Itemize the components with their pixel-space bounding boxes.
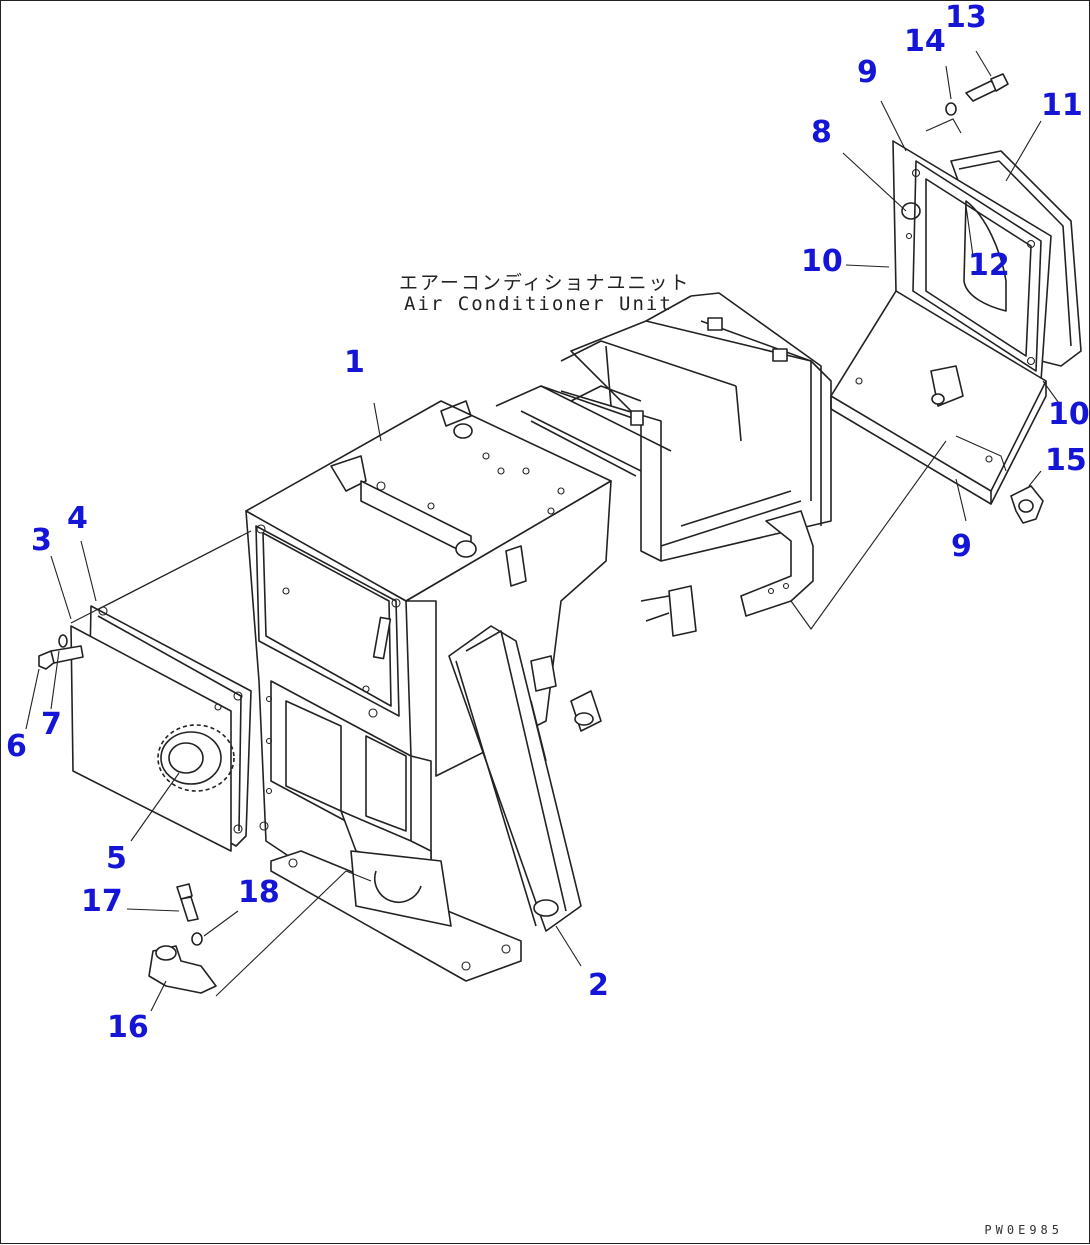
cover-plate-assembly [70,605,252,852]
leader-lines [25,50,1062,1012]
callout-17: 17 [81,884,123,919]
callout-9-top: 9 [857,55,878,90]
callout-8: 8 [811,115,832,150]
main-box-frame [245,400,612,982]
callout-15: 15 [1045,443,1087,478]
callout-4: 4 [67,501,88,536]
callout-3: 3 [31,523,52,558]
side-panel-assembly [830,140,1082,505]
callout-7: 7 [41,707,62,742]
clip-part [1010,485,1044,524]
callout-10-right: 10 [1048,397,1090,432]
callout-9-bottom: 9 [951,529,972,564]
callout-5: 5 [106,841,127,876]
air-conditioner-unit [495,292,832,637]
bolt-and-washer-left [38,634,84,670]
callout-1: 1 [344,345,365,380]
callout-13: 13 [945,0,987,35]
callout-2: 2 [588,968,609,1003]
unit-label-japanese: エアーコンディショナユニット [399,272,691,294]
callout-6: 6 [6,729,27,764]
drawing-code: PW0E985 [984,1223,1063,1237]
clamp-bolt-washer [148,883,217,994]
callout-16: 16 [107,1010,149,1045]
pillar-duct [448,625,582,932]
callout-14: 14 [904,24,946,59]
unit-label-english: Air Conditioner Unit [404,293,673,315]
callout-12: 12 [968,248,1010,283]
callout-11: 11 [1041,88,1083,123]
bolt-and-washer-top [945,73,1009,116]
callout-18: 18 [238,875,280,910]
callout-10-left: 10 [801,244,843,279]
